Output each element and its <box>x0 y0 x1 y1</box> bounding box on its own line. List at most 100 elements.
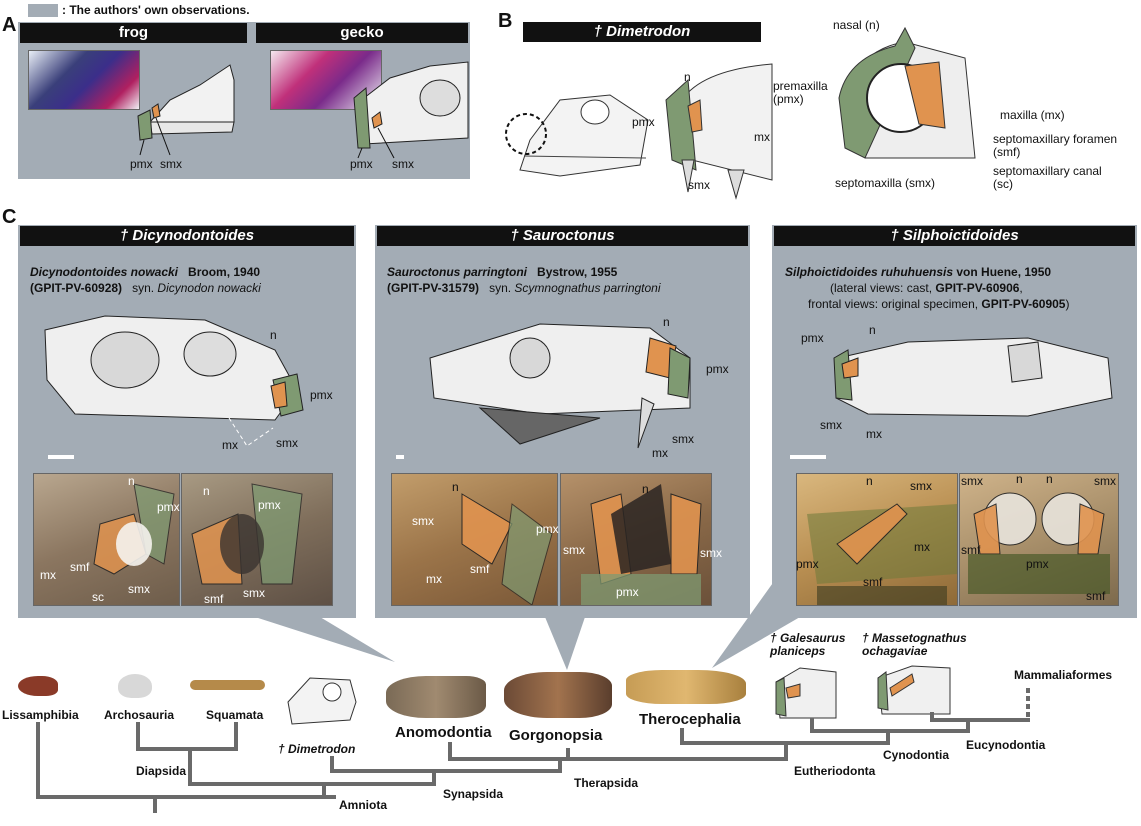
clade-amniota: Amniota <box>339 798 387 812</box>
silph-photo-right-smx-r: smx <box>1094 474 1116 488</box>
silph-smx-label: smx <box>820 418 842 432</box>
tree-eutheriodonta-stem <box>784 741 788 761</box>
dicy-photo-right-smf: smf <box>204 592 224 606</box>
dicynodontoides-species-line: Dicynodontoides nowacki Broom, 1940 <box>30 265 260 279</box>
tree-therapsida-horizontal <box>448 757 788 761</box>
tree-eucynodontia-horizontal <box>930 718 1030 722</box>
tree-squamata-stem <box>234 722 238 750</box>
dicynodontoides-specimen-line: (GPIT-PV-60928) syn. Dicynodon nowacki <box>30 281 261 295</box>
sauro-photo-left-mx: mx <box>426 572 442 586</box>
therocephalia-skull-photo <box>626 670 746 704</box>
taxon-archosauria: Archosauria <box>104 708 175 722</box>
tree-cynodontia-horizontal <box>810 729 970 733</box>
dicy-scale-bar <box>48 455 74 459</box>
silphoictidoides-line2: (lateral views: cast, GPIT-PV-60906, <box>830 281 1023 295</box>
anomodontia-skull-photo <box>386 676 486 718</box>
taxon-massetognathus: † Massetognathus ochagaviae <box>862 631 967 658</box>
silphoictidoides-original-specimen: GPIT-PV-60905 <box>981 297 1066 311</box>
frog-smx-label: smx <box>160 157 182 171</box>
taxon-gorgonopsia: Gorgonopsia <box>509 727 603 744</box>
tree-gorgonopsia-stem <box>566 748 570 760</box>
detail-maxilla-label: maxilla (mx) <box>1000 108 1065 122</box>
dicy-photo-left-pmx: pmx <box>157 500 180 514</box>
sauroctonus-author: Bystrow, 1955 <box>537 265 618 279</box>
silphoictidoides-title: † Silphoictidoides <box>774 226 1135 246</box>
tree-mammaliaformes-dashed <box>1026 688 1030 720</box>
dicynodontoides-author: Broom, 1940 <box>188 265 261 279</box>
sauroctonus-specimen: (GPIT-PV-31579) <box>387 281 480 295</box>
dicy-pmx-label: pmx <box>310 388 333 402</box>
panel-b-letter: B <box>498 10 513 32</box>
dicynodontoides-title: † Dicynodontoides <box>20 226 354 246</box>
gecko-pmx-label: pmx <box>350 157 373 171</box>
sauroctonus-syn-prefix: syn. <box>489 281 512 295</box>
dimetrodon-skull-drawing <box>505 94 649 177</box>
bird-silhouette <box>118 674 152 698</box>
dicy-n-label: n <box>270 328 277 342</box>
silph-photo-right-smf-r: smf <box>1086 589 1106 603</box>
dicy-photo-right-pmx: pmx <box>258 498 281 512</box>
tree-synapsida-horizontal <box>330 769 562 773</box>
detail-sc-label: septomaxillary canal (sc) <box>993 164 1102 191</box>
sauro-pmx-label: pmx <box>706 362 729 376</box>
sauro-photo-right-n: n <box>642 482 649 496</box>
sauroctonus-species: Sauroctonus parringtoni <box>387 265 528 279</box>
sauro-n-label: n <box>663 315 670 329</box>
silph-photo-left-smf: smf <box>863 575 883 589</box>
sauro-photo-lateral-overlay <box>461 493 553 605</box>
panel-b-title: † Dimetrodon <box>523 22 761 42</box>
silph-pmx-label: pmx <box>801 331 824 345</box>
sauro-photo-frontal <box>560 473 712 606</box>
sauroctonus-skull-drawing <box>429 323 691 449</box>
tree-galesaurus-stem <box>810 718 814 732</box>
sauro-photo-left-pmx: pmx <box>536 522 559 536</box>
sauro-scale-bar <box>396 455 404 459</box>
dicynodontoides-skull-drawing <box>44 315 304 447</box>
silph-photo-left-n: n <box>866 474 873 488</box>
detail-smx-label: septomaxilla (smx) <box>835 176 936 190</box>
tree-dimetrodon-stem <box>330 756 334 772</box>
silphoictidoides-line3-text: frontal views: original specimen, <box>808 297 982 311</box>
silphoictidoides-cast-specimen: GPIT-PV-60906 <box>935 281 1020 295</box>
frog-pmx-label: pmx <box>130 157 153 171</box>
panel-a-letter: A <box>2 14 17 36</box>
sauro-photo-right-pmx: pmx <box>616 585 639 599</box>
legend-swatch <box>28 4 58 17</box>
silph-scale-bar <box>790 455 826 459</box>
clade-synapsida: Synapsida <box>443 787 504 801</box>
silph-photo-lateral-overlay <box>807 503 957 605</box>
dimetrodon-pmx-label: pmx <box>632 115 655 129</box>
silphoictidoides-species-line: Silphoictidoides ruhuhuensis von Huene, … <box>785 265 1051 279</box>
tree-lissamphibia-stem <box>36 722 40 798</box>
dimetrodon-smx-label: smx <box>688 178 710 192</box>
silph-photo-right-n1: n <box>1016 472 1023 486</box>
dimetrodon-tree-skull <box>287 677 357 725</box>
taxon-therocephalia: Therocephalia <box>639 711 741 728</box>
tree-archosauria-stem <box>136 722 140 750</box>
detail-smf-label: septomaxillary foramen (smf) <box>993 132 1118 159</box>
sauroctonus-synonym: Scymnognathus parringtoni <box>514 281 661 295</box>
tree-massetognathus-stem <box>930 712 934 722</box>
sauro-photo-left-smf: smf <box>470 562 490 576</box>
tree-amniota-horizontal <box>188 782 436 786</box>
silphoictidoides-species: Silphoictidoides ruhuhuensis <box>785 265 954 279</box>
dicy-photo-left-smf: smf <box>70 560 90 574</box>
detail-premaxilla-label: premaxilla (pmx) <box>773 79 828 106</box>
dicy-photo-frontal-overlay <box>191 483 303 585</box>
silphoictidoides-line3: frontal views: original specimen, GPIT-P… <box>808 297 1070 311</box>
silph-photo-right-smx-l: smx <box>961 474 983 488</box>
sauro-photo-right-smx-l: smx <box>563 543 585 557</box>
tree-therapsida-stem <box>558 757 562 773</box>
tree-root-stem <box>153 795 157 813</box>
tree-root-horizontal <box>36 795 336 799</box>
tree-diapsida-horizontal <box>136 747 238 751</box>
silphoictidoides-author: von Huene, 1950 <box>956 265 1052 279</box>
sauro-photo-frontal-overlay <box>581 484 702 605</box>
dicy-photo-lateral <box>33 473 180 606</box>
dimetrodon-detail-drawing <box>838 26 976 159</box>
clade-cynodontia: Cynodontia <box>883 748 949 762</box>
sauroctonus-specimen-line: (GPIT-PV-31579) syn. Scymnognathus parri… <box>387 281 661 295</box>
detail-nasal-label: nasal (n) <box>833 18 880 32</box>
tree-therocephalia-stem <box>680 728 684 744</box>
silph-photo-frontal <box>959 473 1119 606</box>
